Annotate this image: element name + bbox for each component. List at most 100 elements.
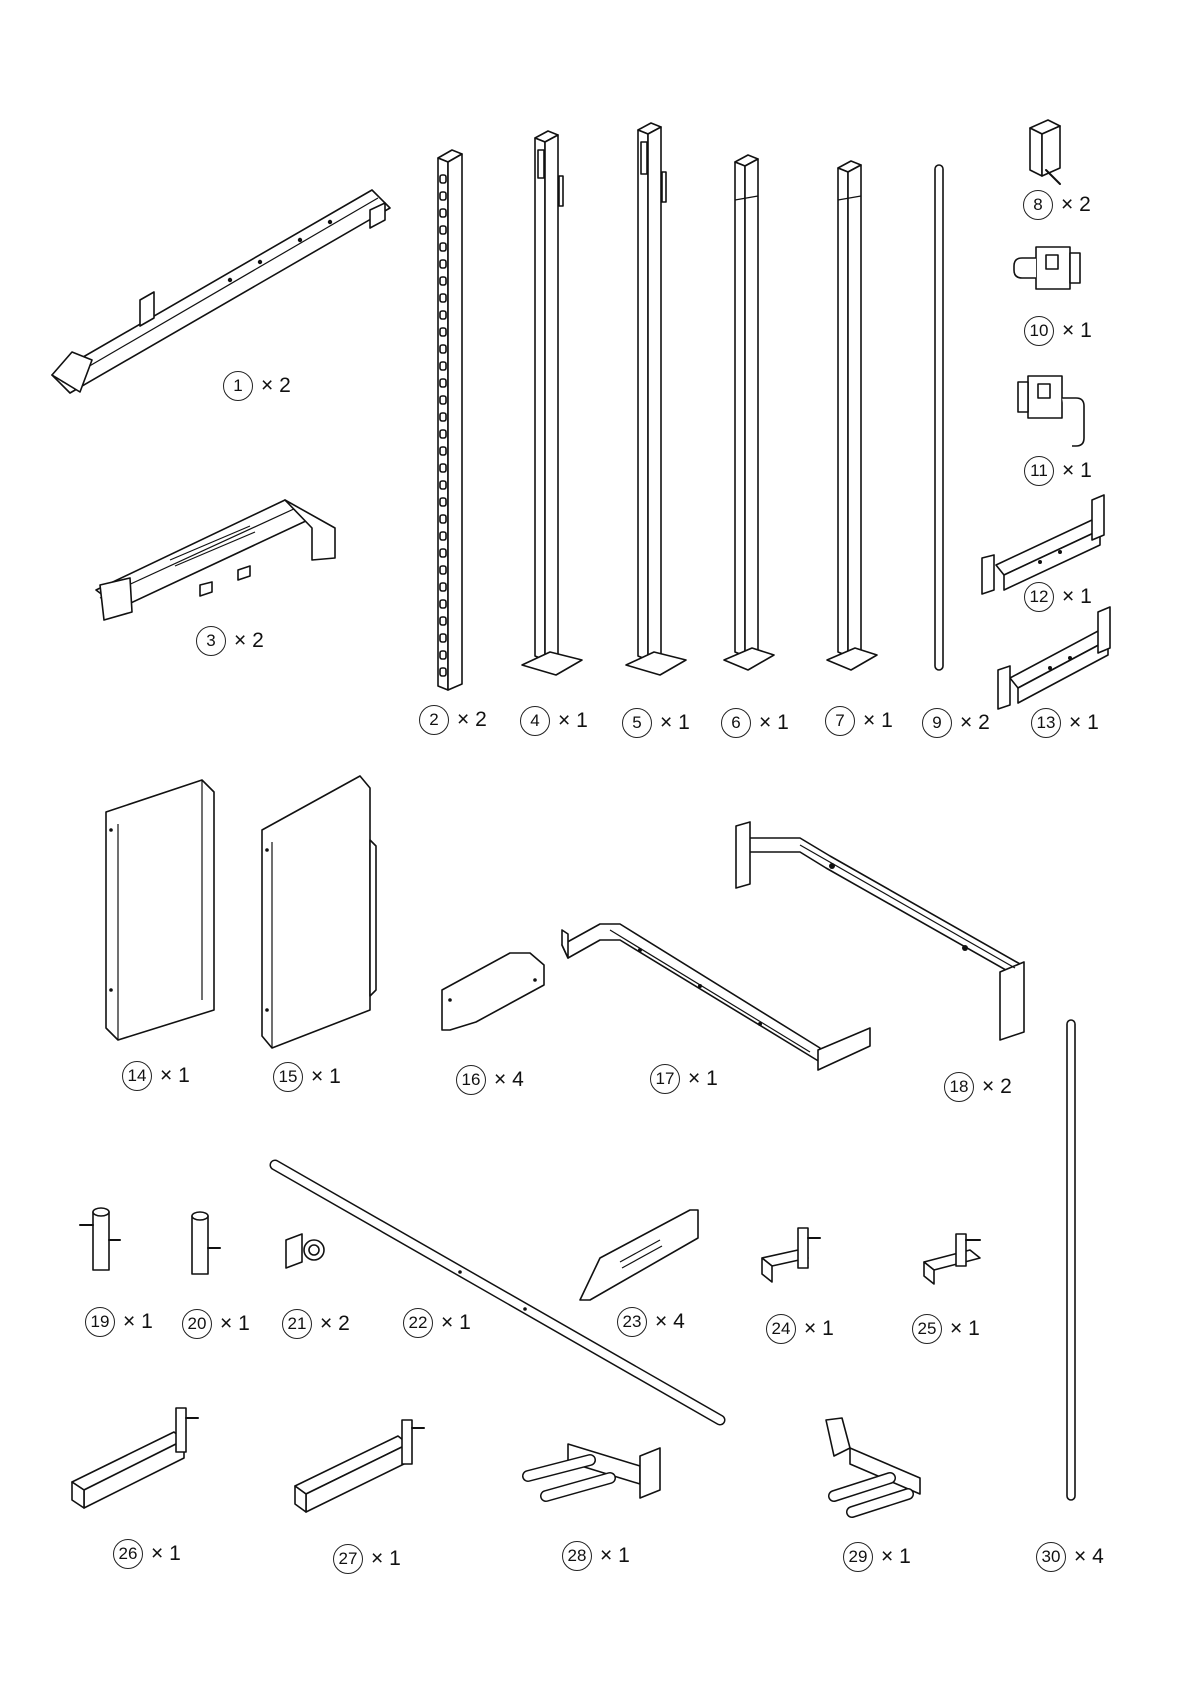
part-quantity: × 1 — [371, 1547, 401, 1571]
part-quantity: × 1 — [660, 711, 690, 735]
part-quantity: × 1 — [881, 1545, 911, 1569]
part-number: 17 — [650, 1064, 680, 1094]
part-number: 14 — [122, 1061, 152, 1091]
part-number: 10 — [1024, 316, 1054, 346]
upright-hole — [440, 498, 446, 506]
part-quantity: × 1 — [688, 1067, 718, 1091]
part-number: 13 — [1031, 708, 1061, 738]
part-number: 7 — [825, 706, 855, 736]
part-label-5: 5 × 1 — [622, 708, 690, 738]
part-label-7: 7 × 1 — [825, 706, 893, 736]
upright-hole — [440, 175, 446, 183]
part-number: 8 — [1023, 190, 1053, 220]
part-19-drawing — [80, 1208, 120, 1270]
upright-hole — [440, 226, 446, 234]
part-29-drawing — [826, 1418, 920, 1512]
part-label-25: 25× 1 — [912, 1314, 980, 1344]
part-13-drawing — [998, 607, 1110, 709]
part-label-27: 27 × 1 — [333, 1544, 401, 1574]
part-number: 15 — [273, 1062, 303, 1092]
part-label-6: 6× 1 — [721, 708, 789, 738]
part-number: 28 — [562, 1541, 592, 1571]
part-label-20: 20 × 1 — [182, 1309, 250, 1339]
part-23-drawing — [580, 1210, 698, 1300]
part-4-drawing — [522, 131, 582, 675]
upright-hole — [440, 362, 446, 370]
upright-hole — [440, 311, 446, 319]
upright-hole — [440, 209, 446, 217]
part-label-13: 13× 1 — [1031, 708, 1099, 738]
part-number: 22 — [403, 1308, 433, 1338]
part-label-12: 12× 1 — [1024, 582, 1092, 612]
upright-hole — [440, 277, 446, 285]
part-number: 21 — [282, 1309, 312, 1339]
upright-hole — [440, 651, 446, 659]
part-30-drawing — [1067, 1020, 1075, 1500]
part-quantity: × 1 — [759, 711, 789, 735]
part-label-19: 19× 1 — [85, 1307, 153, 1337]
part-number: 19 — [85, 1307, 115, 1337]
part-label-16: 16× 4 — [456, 1065, 524, 1095]
upright-hole — [440, 481, 446, 489]
part-quantity: × 1 — [600, 1544, 630, 1568]
part-7-drawing — [827, 161, 877, 670]
upright-hole — [440, 600, 446, 608]
part-14-drawing — [106, 780, 214, 1040]
part-label-4: 4× 1 — [520, 706, 588, 736]
part-number: 9 — [922, 708, 952, 738]
part-10-drawing — [1014, 247, 1080, 289]
upright-hole — [440, 583, 446, 591]
part-number: 23 — [617, 1307, 647, 1337]
part-quantity: × 1 — [558, 709, 588, 733]
part-label-18: 18 × 2 — [944, 1072, 1012, 1102]
part-quantity: × 1 — [1062, 319, 1092, 343]
upright-hole — [440, 379, 446, 387]
upright-hole — [440, 294, 446, 302]
upright-hole — [440, 668, 446, 676]
part-quantity: × 1 — [1062, 459, 1092, 483]
upright-hole — [440, 617, 446, 625]
part-label-9: 9× 2 — [922, 708, 990, 738]
part-quantity: × 2 — [457, 708, 487, 732]
part-2-drawing — [438, 150, 462, 690]
upright-hole — [440, 328, 446, 336]
part-quantity: × 2 — [234, 629, 264, 653]
upright-hole — [440, 430, 446, 438]
part-number: 27 — [333, 1544, 363, 1574]
upright-hole — [440, 243, 446, 251]
part-21-drawing — [286, 1234, 324, 1268]
part-label-3: 3× 2 — [196, 626, 264, 656]
part-label-11: 11× 1 — [1024, 456, 1092, 486]
part-label-2: 2 × 2 — [419, 705, 487, 735]
part-22-drawing — [275, 1165, 720, 1420]
part-number: 29 — [843, 1542, 873, 1572]
part-label-14: 14× 1 — [122, 1061, 190, 1091]
part-label-10: 10 × 1 — [1024, 316, 1092, 346]
part-number: 24 — [766, 1314, 796, 1344]
part-26-drawing — [72, 1408, 198, 1508]
part-quantity: × 4 — [655, 1310, 685, 1334]
part-number: 20 — [182, 1309, 212, 1339]
part-quantity: × 1 — [441, 1311, 471, 1335]
part-quantity: × 1 — [220, 1312, 250, 1336]
part-8-drawing — [1030, 120, 1060, 184]
part-number: 2 — [419, 705, 449, 735]
part-number: 25 — [912, 1314, 942, 1344]
part-quantity: × 4 — [494, 1068, 524, 1092]
part-label-22: 22 × 1 — [403, 1308, 471, 1338]
part-number: 5 — [622, 708, 652, 738]
upright-hole — [440, 345, 446, 353]
part-number: 26 — [113, 1539, 143, 1569]
part-label-24: 24× 1 — [766, 1314, 834, 1344]
part-25-drawing — [924, 1234, 980, 1284]
part-quantity: × 1 — [151, 1542, 181, 1566]
part-quantity: × 2 — [982, 1075, 1012, 1099]
part-quantity: × 1 — [1062, 585, 1092, 609]
part-quantity: × 1 — [863, 709, 893, 733]
part-5-drawing — [626, 123, 686, 675]
upright-hole — [440, 549, 446, 557]
upright-hole — [440, 532, 446, 540]
part-number: 18 — [944, 1072, 974, 1102]
